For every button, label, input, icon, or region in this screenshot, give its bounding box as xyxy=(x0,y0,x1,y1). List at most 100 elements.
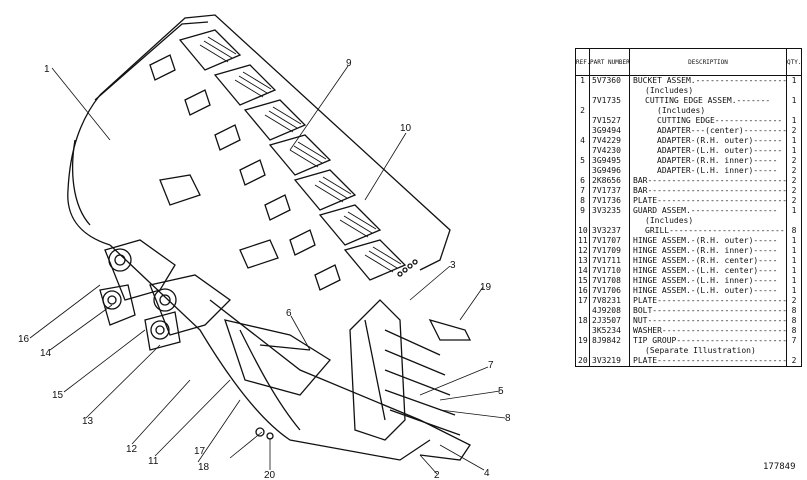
description-cell: HINGE ASSEM.-(R.H. inner)----- xyxy=(633,246,778,255)
qty-cell: 1 xyxy=(786,266,802,276)
callout-15: 15 xyxy=(52,390,64,401)
qty-cell: 1 xyxy=(786,75,802,86)
qty-cell: 1 xyxy=(786,286,802,296)
ref-cell xyxy=(575,326,590,336)
qty-cell xyxy=(786,216,802,226)
ref-cell: 14 xyxy=(575,266,590,276)
header-part-number: PART NUMBER xyxy=(589,48,630,76)
qty-cell: 1 xyxy=(786,116,802,126)
ref-cell xyxy=(575,216,590,226)
part-number-cell: 7V1527 xyxy=(589,116,630,126)
ref-cell: 15 xyxy=(575,276,590,286)
qty-cell: 2 xyxy=(786,296,802,306)
description-cell: BUCKET ASSEM.------------------- xyxy=(633,76,787,85)
description-cell: ADAPTER-(L.H. inner)----- xyxy=(657,166,778,175)
callout-11: 11 xyxy=(148,456,159,467)
description-cell: (Includes) xyxy=(645,216,694,225)
part-number-cell: 7V1707 xyxy=(589,236,630,246)
table-row: 2(Includes) xyxy=(575,106,802,116)
ref-cell: 18 xyxy=(575,316,590,326)
part-number-cell: 7V8231 xyxy=(589,296,630,306)
description-cell: ADAPTER-(R.H. inner)----- xyxy=(657,156,778,165)
ref-cell xyxy=(575,116,590,126)
description-cell: (Includes) xyxy=(645,86,694,95)
description-cell: HINGE ASSEM.-(L.H. outer)----- xyxy=(633,286,778,295)
ref-cell xyxy=(575,346,590,356)
ref-cell: 1 xyxy=(575,75,590,86)
callout-2: 2 xyxy=(434,470,440,480)
part-number-cell: 7V1737 xyxy=(589,186,630,196)
ref-cell xyxy=(575,126,590,136)
ref-cell: 13 xyxy=(575,256,590,266)
part-number-cell: 8J9842 xyxy=(589,336,630,346)
ref-cell: 2 xyxy=(575,106,590,116)
part-number-cell: 4J9208 xyxy=(589,306,630,316)
grill-hatching xyxy=(199,36,402,273)
qty-cell: 8 xyxy=(786,326,802,336)
description-cell: BAR----------------------------- xyxy=(633,186,787,195)
qty-cell: 2 xyxy=(786,186,802,196)
qty-cell xyxy=(786,106,802,116)
part-number-cell: 3G9494 xyxy=(589,126,630,136)
ref-cell: 8 xyxy=(575,196,590,206)
description-cell: ADAPTER---(center)---------- xyxy=(657,126,787,135)
qty-cell: 1 xyxy=(786,206,802,216)
callout-1: 1 xyxy=(44,64,50,75)
qty-cell: 2 xyxy=(786,176,802,186)
part-number-cell xyxy=(589,216,630,226)
part-number-cell xyxy=(589,346,630,356)
description-cell: BOLT---------------------------- xyxy=(633,306,787,315)
part-number-cell: 7V1735 xyxy=(589,96,630,106)
ref-cell: 11 xyxy=(575,236,590,246)
callout-14: 14 xyxy=(40,348,52,359)
part-number-cell: 3V3219 xyxy=(589,356,630,367)
ref-cell: 6 xyxy=(575,176,590,186)
ref-cell xyxy=(575,96,590,106)
ref-cell: 7 xyxy=(575,186,590,196)
ref-cell xyxy=(575,166,590,176)
callout-20: 20 xyxy=(264,470,276,480)
callout-17: 17 xyxy=(194,446,206,457)
qty-cell: 1 xyxy=(786,146,802,156)
part-number-cell xyxy=(589,86,630,96)
description-cell: WASHER-------------------------- xyxy=(633,326,787,335)
table-row: (Separate Illustration) xyxy=(575,346,802,356)
ref-cell: 12 xyxy=(575,246,590,256)
description-cell: ADAPTER-(R.H. outer)------ xyxy=(657,136,783,145)
description-cell: ADAPTER-(L.H. outer)------ xyxy=(657,146,783,155)
ref-cell: 20 xyxy=(575,356,590,367)
description-cell: PLATE--------------------------- xyxy=(633,196,787,205)
ref-cell xyxy=(575,306,590,316)
qty-cell: 1 xyxy=(786,256,802,266)
part-number-cell xyxy=(589,106,630,116)
ref-cell: 4 xyxy=(575,136,590,146)
part-number-cell: 7V1711 xyxy=(589,256,630,266)
qty-cell: 8 xyxy=(786,316,802,326)
figure-number: 177849 xyxy=(763,462,796,472)
qty-cell: 1 xyxy=(786,276,802,286)
callout-18: 18 xyxy=(198,462,210,473)
part-number-cell: 7V1706 xyxy=(589,286,630,296)
description-cell: HINGE ASSEM.-(R.H. outer)----- xyxy=(633,236,778,245)
description-cell: CUTTING EDGE-------------- xyxy=(657,116,783,125)
callout-6: 6 xyxy=(286,308,292,319)
description-cell: NUT----------------------------- xyxy=(633,316,787,325)
ref-cell xyxy=(575,86,590,96)
part-number-cell: 7V4230 xyxy=(589,146,630,156)
ref-cell: 5 xyxy=(575,156,590,166)
part-number-cell: 2J3507 xyxy=(589,316,630,326)
description-cell: HINGE ASSEM.-(R.H. center)---- xyxy=(633,256,778,265)
part-number-cell: 5V7360 xyxy=(589,75,630,86)
